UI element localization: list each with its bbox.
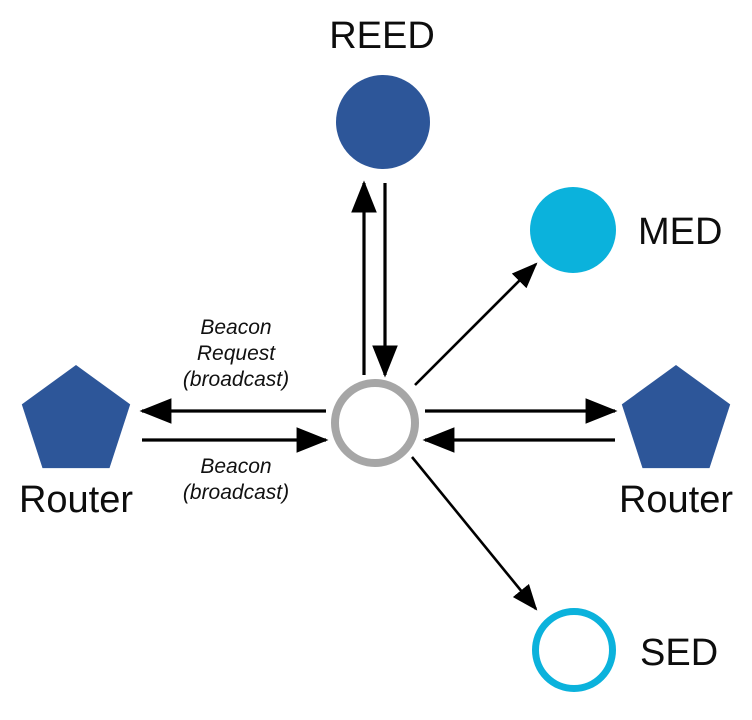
edge-label-line: Beacon	[200, 316, 271, 339]
node-router-left[interactable]	[21, 365, 131, 469]
node-label-sed: SED	[640, 632, 718, 674]
node-leader[interactable]	[331, 379, 419, 467]
edge-label-line: Beacon	[200, 455, 271, 478]
edges-layer	[139, 180, 618, 611]
edge-label-line: Request	[197, 342, 276, 365]
node-router-right[interactable]	[621, 365, 731, 469]
edge-label-line: (broadcast)	[183, 368, 289, 391]
node-label-router-right: Router	[619, 479, 733, 521]
node-med[interactable]	[530, 187, 616, 273]
edge-leader-to-sed	[410, 456, 538, 611]
edge-leader-to-med	[414, 262, 538, 386]
edge-label-beacon: Beacon (broadcast)	[183, 455, 289, 504]
node-sed[interactable]	[532, 608, 616, 692]
edge-label-line: (broadcast)	[183, 481, 289, 504]
nodes-layer	[21, 75, 731, 692]
node-label-router-left: Router	[19, 479, 133, 521]
node-reed[interactable]	[336, 75, 430, 169]
node-label-med: MED	[638, 211, 722, 253]
node-label-reed: REED	[329, 15, 435, 57]
node-labels-layer: REED MED SED Router Router	[19, 15, 733, 674]
